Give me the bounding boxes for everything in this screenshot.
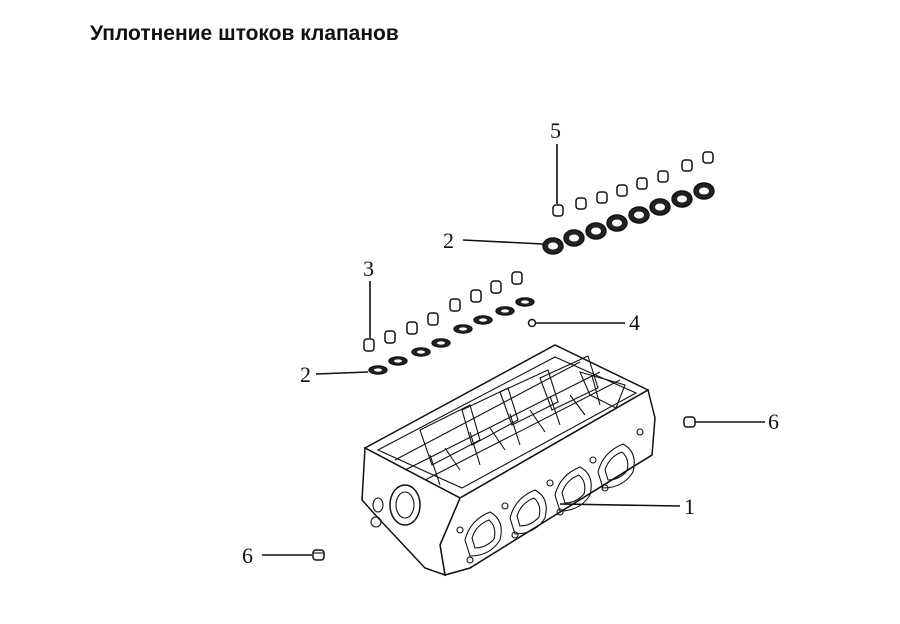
callout-6-right: 6 xyxy=(768,409,779,434)
valve-stem-seals-upper xyxy=(552,151,714,217)
callout-3: 3 xyxy=(363,256,374,281)
callout-1: 1 xyxy=(684,494,695,519)
small-ring xyxy=(527,318,537,328)
leader-lines xyxy=(262,144,765,556)
washers-lower xyxy=(368,297,535,375)
plug-left xyxy=(312,549,325,561)
valve-stem-seals-lower xyxy=(363,271,523,352)
plug-right xyxy=(683,416,696,428)
page-title: Уплотнение штоков клапанов xyxy=(90,22,399,45)
callout-6-left: 6 xyxy=(242,543,253,568)
washers-upper xyxy=(542,182,715,255)
callout-5: 5 xyxy=(550,118,561,143)
callout-2-upper: 2 xyxy=(443,228,454,253)
callout-2-lower: 2 xyxy=(300,362,311,387)
callout-4: 4 xyxy=(629,310,640,335)
cylinder-head xyxy=(361,344,656,577)
